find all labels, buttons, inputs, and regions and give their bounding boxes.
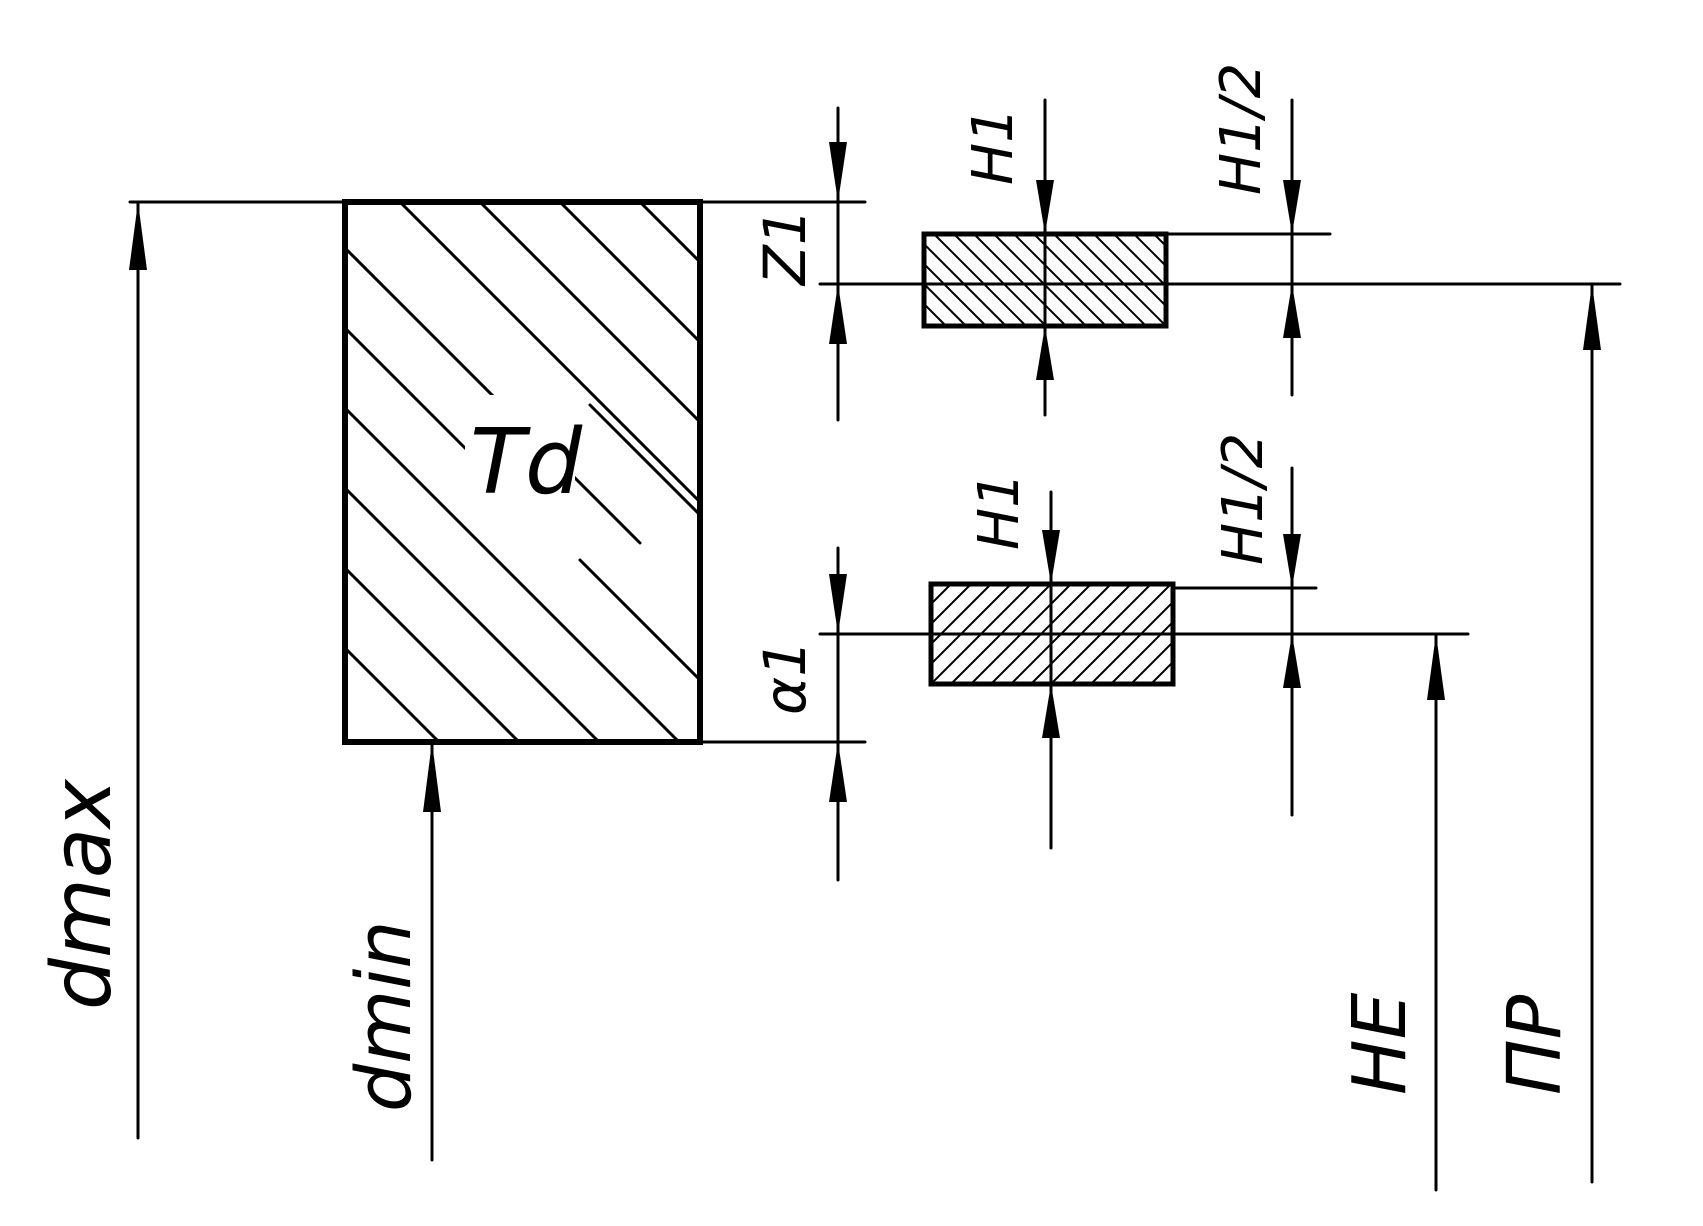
td-hatching [345, 202, 700, 742]
ne-label: НЕ [1337, 992, 1423, 1095]
h1-half-upper-label: H1/2 [1209, 63, 1274, 195]
td-outline [342, 199, 703, 745]
alpha1-label: α1 [751, 640, 819, 715]
z1-alpha1-dimensions: Z1 α1 [751, 106, 1622, 882]
pr-label: ПР [1492, 994, 1578, 1095]
dmax-label: dmax [35, 778, 130, 1010]
pr-gauge-zone: H1 H1/2 [921, 63, 1332, 417]
ne-pr-dimensions: НЕ ПР [1337, 282, 1601, 1192]
td-label-mask [465, 395, 575, 495]
td-tolerance-zone: Td [342, 199, 703, 745]
h1-half-lower-label: H1/2 [1211, 433, 1276, 565]
dmin-dimension: dmin [339, 740, 867, 1162]
dmax-dimension: dmax [35, 200, 867, 1140]
h1-upper-label: H1 [961, 107, 1026, 185]
dmin-label: dmin [339, 920, 428, 1112]
td-label: Td [470, 410, 583, 515]
ne-gauge-zone: H1 H1/2 [928, 433, 1318, 850]
h1-lower-label: H1 [967, 472, 1032, 550]
z1-label: Z1 [751, 208, 819, 287]
